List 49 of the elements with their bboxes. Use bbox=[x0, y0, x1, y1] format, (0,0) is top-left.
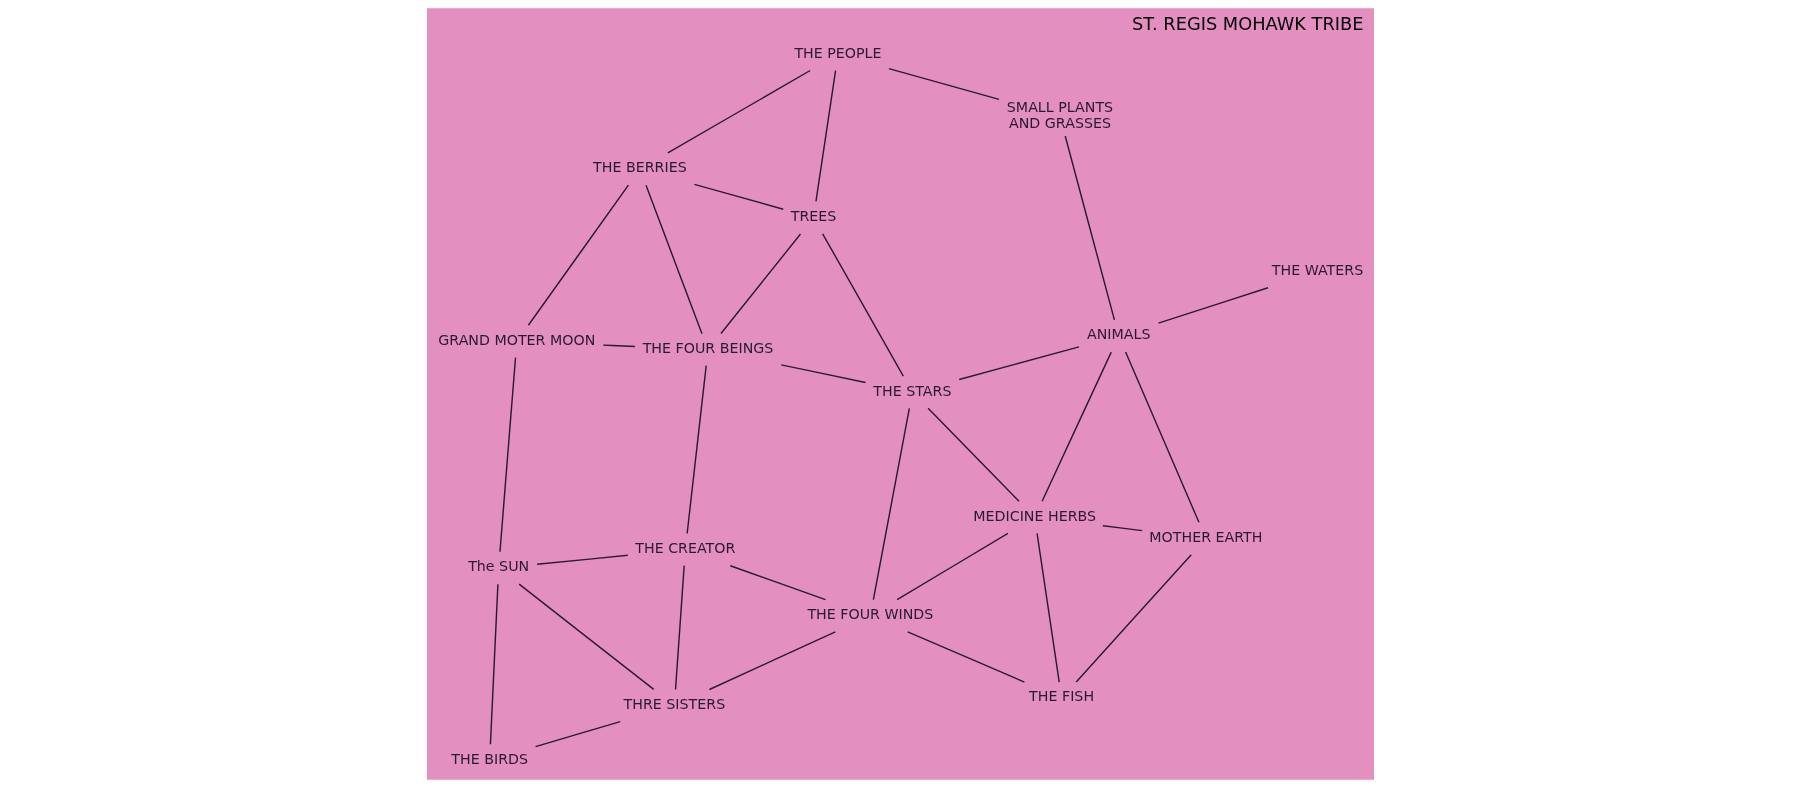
diagram-title: ST. REGIS MOHAWK TRIBE bbox=[1131, 12, 1363, 34]
connector bbox=[666, 69, 811, 154]
connector bbox=[895, 532, 1009, 601]
connector bbox=[602, 344, 636, 348]
node-text: THE BERRIES bbox=[592, 159, 687, 176]
node-text: THE FOUR BEINGS bbox=[642, 340, 773, 357]
connector bbox=[674, 564, 685, 691]
connector bbox=[498, 356, 516, 553]
connector bbox=[685, 365, 707, 535]
connector bbox=[906, 631, 1025, 683]
connector bbox=[1035, 532, 1060, 683]
node-text: THE FISH bbox=[1028, 688, 1094, 705]
connector bbox=[821, 233, 904, 377]
connector bbox=[535, 554, 628, 565]
node-text: THE BIRDS bbox=[450, 750, 528, 767]
node-text: The SUN bbox=[467, 558, 529, 575]
node-text: THE STARS bbox=[872, 382, 951, 399]
node-text: SMALL PLANTS AND GRASSES bbox=[1006, 98, 1113, 131]
connector bbox=[780, 364, 866, 384]
connector bbox=[958, 346, 1080, 381]
connector bbox=[872, 407, 910, 601]
node-text: MEDICINE HERBS bbox=[972, 507, 1096, 524]
connector bbox=[719, 233, 801, 335]
node-text: GRAND MOTER MOON bbox=[437, 331, 595, 348]
node-text: THE CREATOR bbox=[634, 540, 735, 557]
connector bbox=[1064, 135, 1115, 321]
connector bbox=[517, 583, 654, 691]
connector bbox=[534, 720, 621, 748]
connector bbox=[1075, 554, 1192, 683]
connector bbox=[926, 407, 1020, 502]
connector bbox=[1124, 351, 1200, 523]
connector bbox=[489, 583, 499, 745]
connector bbox=[693, 183, 784, 210]
connector bbox=[729, 565, 826, 601]
connector bbox=[1040, 351, 1112, 502]
connector bbox=[1157, 287, 1269, 324]
node-text: TREES bbox=[790, 208, 836, 225]
connector bbox=[887, 67, 1000, 101]
connector bbox=[644, 184, 703, 335]
connector bbox=[1101, 525, 1143, 532]
connector bbox=[814, 69, 836, 203]
node-text: ANIMALS bbox=[1086, 326, 1150, 343]
connector bbox=[527, 184, 629, 326]
node-text: THE PEOPLE bbox=[793, 44, 882, 61]
node-text: THE WATERS bbox=[1271, 262, 1363, 279]
node-text: THE FOUR WINDS bbox=[806, 606, 933, 623]
connector bbox=[708, 631, 836, 691]
node-text: THRE SISTERS bbox=[623, 695, 725, 712]
node-text: MOTHER EARTH bbox=[1148, 528, 1262, 545]
